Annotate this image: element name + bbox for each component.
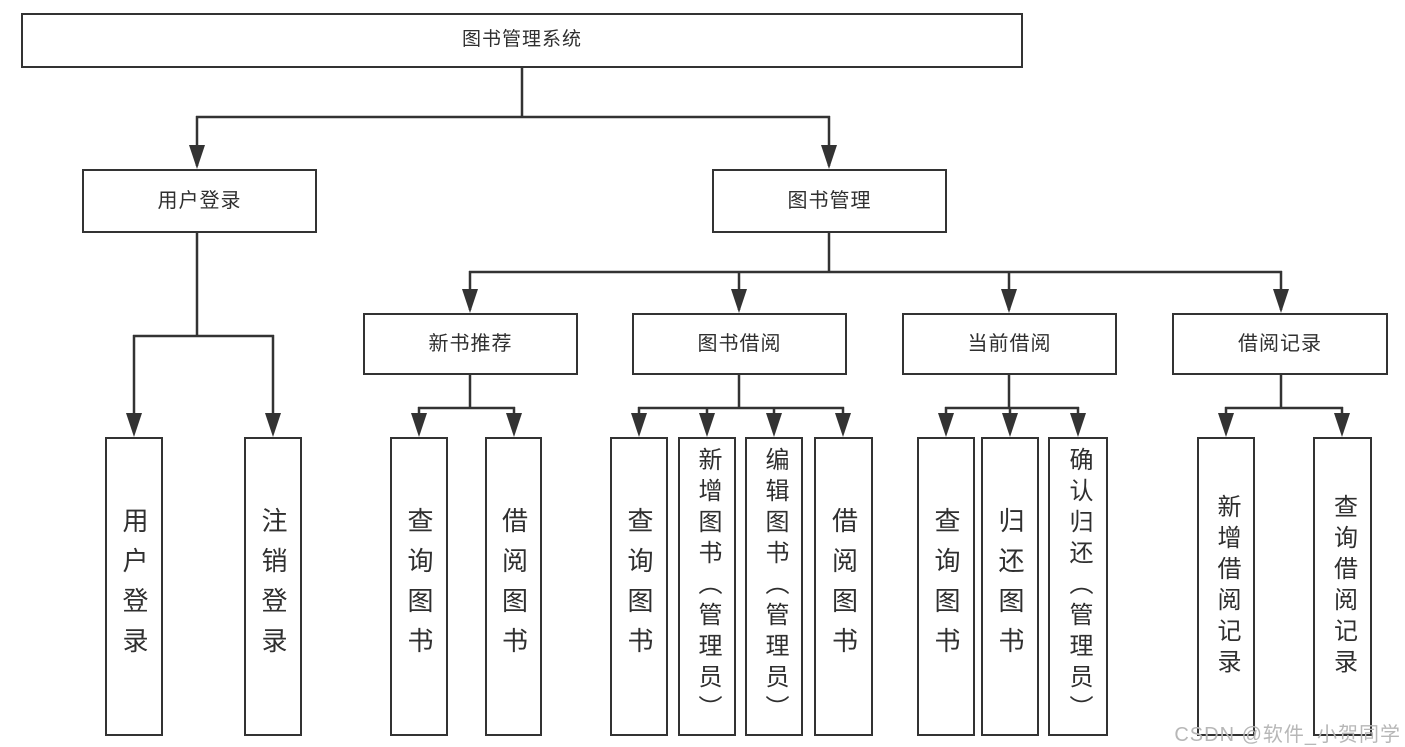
- leaf-add-borrow-record: 新增借阅记录: [1197, 437, 1255, 736]
- node-label: 查询图书: [624, 506, 654, 667]
- node-label: 用户登录: [157, 190, 242, 212]
- node-label: 图书管理: [787, 190, 872, 212]
- leaf-add-book-admin: 新增图书（管理员）: [678, 437, 736, 736]
- node-label: 图书借阅: [697, 333, 782, 355]
- leaf-query-books-recommend: 查询图书: [390, 437, 448, 736]
- node-new-book-recommend: 新书推荐: [363, 313, 578, 375]
- node-label: 归还图书: [995, 506, 1025, 667]
- leaf-borrow-books: 借阅图书: [814, 437, 873, 736]
- leaf-borrow-books-recommend: 借阅图书: [485, 437, 542, 736]
- leaf-user-login: 用户登录: [105, 437, 163, 736]
- node-label: 新增图书（管理员）: [694, 447, 721, 726]
- node-label: 查询图书: [931, 506, 961, 667]
- node-label: 当前借阅: [967, 333, 1052, 355]
- node-label: 图书管理系统: [461, 29, 582, 51]
- node-label: 借阅图书: [828, 506, 859, 667]
- node-label: 确认归还（管理员）: [1065, 447, 1092, 726]
- node-label: 新书推荐: [428, 333, 513, 355]
- node-label: 编辑图书（管理员）: [761, 447, 788, 726]
- node-label: 借阅记录: [1238, 333, 1322, 355]
- leaf-confirm-return-admin: 确认归还（管理员）: [1048, 437, 1108, 736]
- node-label: 借阅图书: [498, 506, 529, 667]
- node-label: 查询图书: [404, 506, 434, 667]
- leaf-edit-book-admin: 编辑图书（管理员）: [745, 437, 803, 736]
- node-user-login: 用户登录: [82, 169, 317, 233]
- node-root-system: 图书管理系统: [21, 13, 1023, 68]
- node-label: 新增借阅记录: [1213, 493, 1240, 680]
- node-borrow-records: 借阅记录: [1172, 313, 1388, 375]
- node-label: 用户登录: [119, 506, 149, 667]
- leaf-query-books-current: 查询图书: [917, 437, 975, 736]
- node-book-borrow: 图书借阅: [632, 313, 847, 375]
- node-book-management: 图书管理: [712, 169, 947, 233]
- leaf-return-book: 归还图书: [981, 437, 1039, 736]
- leaf-query-books-borrow: 查询图书: [610, 437, 668, 736]
- leaf-query-borrow-record: 查询借阅记录: [1313, 437, 1372, 736]
- csdn-watermark: CSDN @软件_小贺同学: [1174, 724, 1401, 746]
- node-label: 注销登录: [258, 506, 288, 667]
- node-current-borrow: 当前借阅: [902, 313, 1117, 375]
- leaf-logout: 注销登录: [244, 437, 302, 736]
- node-label: 查询借阅记录: [1329, 493, 1357, 680]
